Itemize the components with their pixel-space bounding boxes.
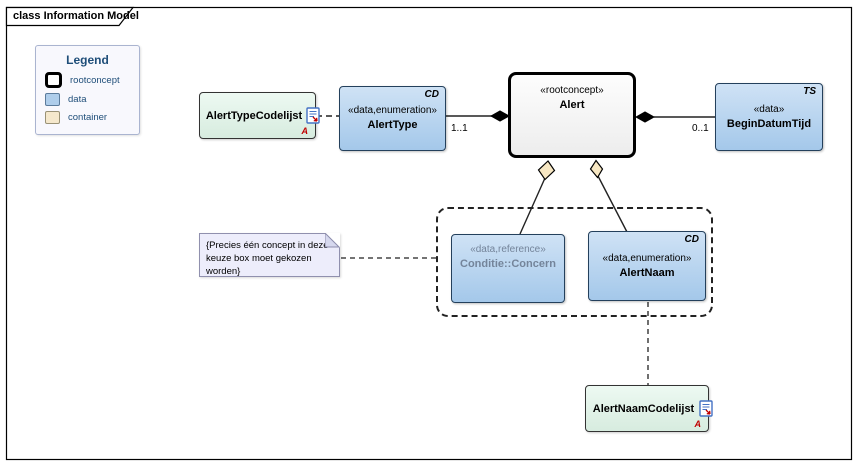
edge-alert-alertnaam[interactable] [597, 175, 628, 233]
node-name: BeginDatumTijd [726, 117, 812, 130]
type-tag: CD [424, 89, 439, 100]
stereotype: «rootconcept» [540, 85, 604, 96]
constraint-note[interactable]: {Precies één concept in deze keuze box m… [199, 233, 340, 277]
node-name: AlertType [367, 119, 418, 131]
document-icon [699, 399, 713, 417]
aggregation-diamond-concern [537, 160, 556, 181]
frame-label: class Information Model [13, 10, 139, 22]
node-name: AlertTypeCodelijst [205, 109, 303, 122]
choice-container[interactable] [436, 207, 713, 317]
type-tag: CD [684, 234, 699, 245]
node-name: AlertNaam [619, 266, 675, 279]
legend-item-rootconcept: rootconcept [45, 72, 139, 88]
composition-diamond-begindatumtijd [634, 111, 656, 123]
edge-alert-concern[interactable] [519, 177, 546, 235]
composition-diamond-alerttype [489, 110, 511, 122]
legend: Legend rootconcept data container [35, 45, 140, 135]
note-text: {Precies één concept in deze keuze box m… [206, 240, 329, 277]
legend-item-data: data [45, 93, 139, 106]
legend-title: Legend [66, 53, 109, 67]
rootconcept-swatch [45, 72, 62, 88]
node-alerttypecodelijst[interactable]: AlertTypeCodelijst A [199, 92, 320, 139]
node-alertnaamcodelijst[interactable]: AlertNaamCodelijst A [585, 385, 713, 432]
attribute-marker: A [694, 419, 702, 429]
node-alerttype[interactable]: CD «data,enumeration» AlertType [339, 86, 446, 151]
node-alertnaam[interactable]: CD «data,enumeration» AlertNaam [588, 231, 706, 301]
node-alert[interactable]: «rootconcept» Alert [508, 72, 636, 158]
node-begindatumtijd[interactable]: TS «data» BeginDatumTijd [715, 83, 823, 151]
node-name: Alert [559, 99, 585, 111]
container-swatch [45, 111, 60, 124]
multiplicity-label: 0..1 [692, 123, 709, 134]
node-name: Conditie::Concern [460, 258, 556, 270]
stereotype: «data» [753, 103, 785, 115]
multiplicity-label: 1..1 [451, 123, 468, 134]
aggregation-diamond-alertnaam [589, 159, 604, 179]
diagram-frame [5, 6, 853, 461]
legend-item-container: container [45, 111, 139, 124]
stereotype: «data,enumeration» [348, 105, 437, 116]
node-name: AlertNaamCodelijst [592, 402, 695, 415]
note-fold [325, 233, 340, 248]
type-tag: TS [803, 86, 816, 97]
node-concern[interactable]: «data,reference» Conditie::Concern [451, 234, 565, 303]
attribute-marker: A [301, 126, 309, 136]
data-swatch [45, 93, 60, 106]
stereotype: «data,reference» [470, 244, 546, 255]
frame-tab [5, 6, 135, 27]
document-icon [306, 106, 320, 124]
stereotype: «data,enumeration» [602, 252, 692, 264]
